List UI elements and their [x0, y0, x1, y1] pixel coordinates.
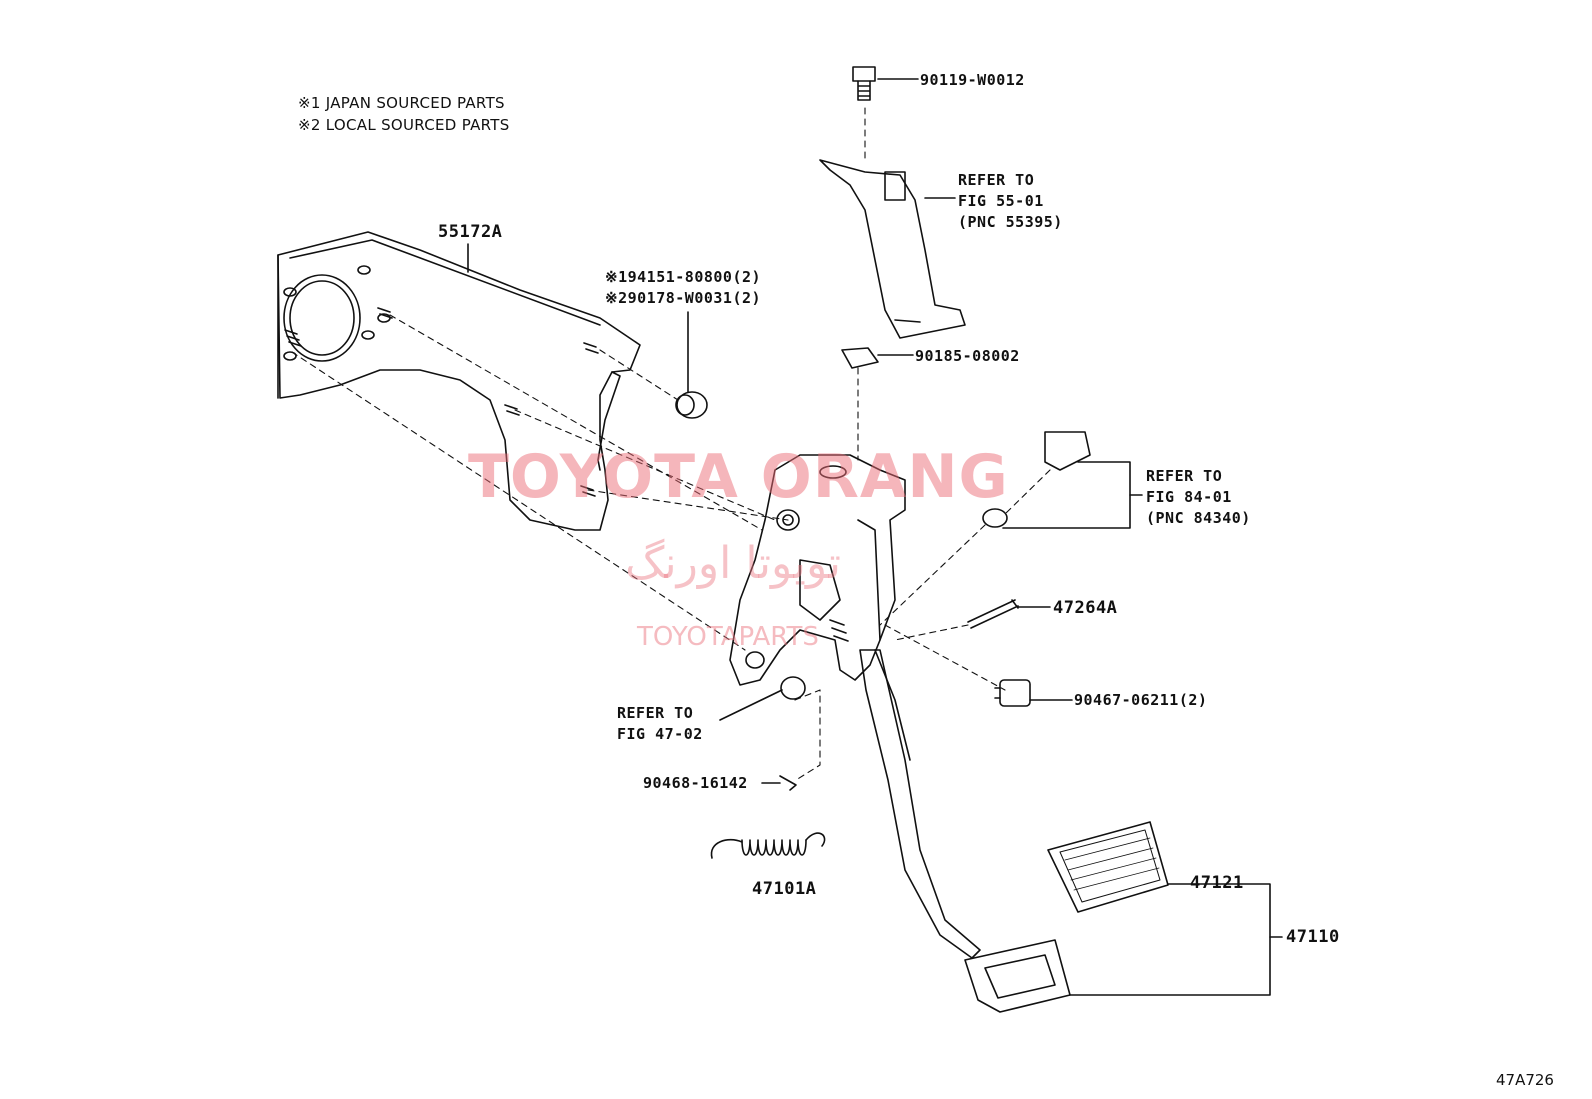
refer-fig-55-01[interactable]: REFER TO FIG 55-01 (PNC 55395) — [958, 170, 1063, 233]
nut-194151 — [675, 391, 708, 419]
watermark-sub: TOYOTAPARTS — [637, 622, 819, 652]
part-47121[interactable]: 47121 — [1190, 873, 1244, 893]
part-55172A[interactable]: 55172A — [438, 222, 503, 242]
return-spring-47101A — [710, 832, 826, 859]
note-japan-sourced: ※1 JAPAN SOURCED PARTS — [298, 94, 505, 112]
part-90467-06211[interactable]: 90467-06211(2) — [1074, 691, 1208, 709]
refer-line: REFER TO — [958, 171, 1035, 189]
cushion-90467 — [994, 679, 1031, 707]
part-90468-16142[interactable]: 90468-16142 — [643, 774, 748, 792]
watermark-main: TOYOTA ORANG — [468, 442, 1009, 512]
nut-fig47 — [780, 676, 806, 700]
refer-line: REFER TO — [1146, 467, 1223, 485]
refer-line: (PNC 55395) — [958, 213, 1063, 231]
refer-line: FIG 84-01 — [1146, 488, 1232, 506]
part-47110[interactable]: 47110 — [1286, 927, 1340, 947]
refer-fig-84-01[interactable]: REFER TO FIG 84-01 (PNC 84340) — [1146, 466, 1251, 529]
stop-lamp-switch — [982, 431, 1091, 528]
part-47264A[interactable]: 47264A — [1053, 598, 1118, 618]
note-local-sourced: ※2 LOCAL SOURCED PARTS — [298, 116, 510, 134]
refer-fig-47-02[interactable]: REFER TO FIG 47-02 — [617, 703, 703, 745]
bolt-90119 — [852, 66, 876, 101]
nut-90185 — [841, 347, 879, 369]
part-290178-W0031[interactable]: ※290178-W0031(2) — [605, 289, 762, 307]
watermark-persian: تویوتا اورنگ — [625, 538, 841, 589]
pedal-pad-cover — [1047, 821, 1169, 913]
part-90185-08002[interactable]: 90185-08002 — [915, 347, 1020, 365]
refer-line: REFER TO — [617, 704, 694, 722]
refer-line: (PNC 84340) — [1146, 509, 1251, 527]
clip-90468 — [779, 775, 797, 791]
refer-line: FIG 55-01 — [958, 192, 1044, 210]
pedal-arm — [859, 649, 1071, 1013]
part-194151-80800[interactable]: ※194151-80800(2) — [605, 268, 762, 286]
pin-47264A — [967, 599, 1019, 629]
part-47101A[interactable]: 47101A — [752, 879, 817, 899]
diagram-code: 47A726 — [1496, 1071, 1554, 1089]
refer-line: FIG 47-02 — [617, 725, 703, 743]
part-90119-W0012[interactable]: 90119-W0012 — [920, 71, 1025, 89]
pedal-hinge-bracket — [729, 454, 906, 686]
upper-bracket-refer — [819, 159, 966, 339]
pedal-support-bracket — [277, 231, 641, 531]
